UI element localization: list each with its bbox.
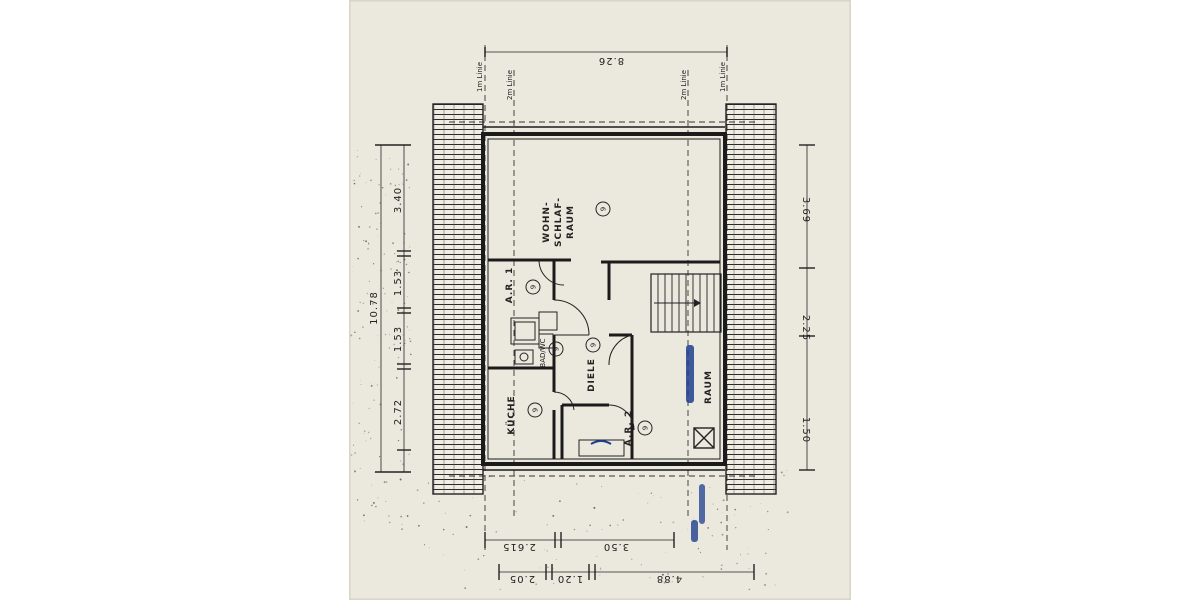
dimension-bottom-b2: 1.20 — [557, 573, 583, 584]
room-label-wohn-line2: SCHLAF- — [554, 197, 564, 247]
room-label-bad: BAD/WC — [539, 338, 547, 367]
room-label-diele: DIELE — [587, 358, 597, 392]
dimension-bottom-a1: 2.615 — [502, 541, 536, 552]
left-dimension-chain — [375, 144, 411, 473]
marker-ar2: 9 — [642, 426, 650, 430]
room-label-raum: RAUM — [704, 370, 714, 404]
room-label-ar2: A.R. 2 — [624, 410, 634, 446]
door-swings — [538, 259, 635, 431]
dimension-left-total: 10.78 — [369, 291, 380, 325]
marker-bad: 9 — [553, 347, 561, 351]
room-label-kueche: KÜCHE — [506, 395, 517, 434]
room-markers: 9 9 9 9 9 9 — [525, 201, 653, 436]
dimension-bottom-a2: 3.50 — [603, 541, 629, 552]
interior-walls — [488, 258, 720, 459]
room-label-ar1: A.R. 1 — [505, 267, 515, 303]
dimension-bottom-b1: 2.05 — [509, 573, 535, 584]
roof-hatch-left — [432, 103, 484, 495]
blue-ink-marks — [590, 345, 705, 542]
dimension-bottom-b3: 4.88 — [656, 573, 682, 584]
axis-label-left-outer: 1m Linie — [476, 62, 484, 92]
staircase — [650, 273, 722, 333]
dimension-right-1: 3.69 — [800, 197, 811, 223]
axis-label-right-outer: 1m Linie — [719, 62, 727, 92]
marker-kueche: 9 — [532, 408, 540, 412]
axis-label-right-inner: 2m Linie — [680, 70, 688, 100]
marker-ar1: 9 — [530, 285, 538, 289]
bottom-dimension-chains — [484, 532, 755, 580]
dimension-left-2: 1.53 — [393, 270, 404, 296]
roof-hatch-right — [725, 103, 777, 495]
dimension-left-4: 2.72 — [393, 399, 404, 425]
right-dimension-chain — [799, 144, 815, 471]
marker-wohn: 9 — [600, 207, 608, 211]
dimension-left-3: 1.53 — [393, 326, 404, 352]
room-label-wohn-line1: WOHN- — [542, 201, 552, 242]
dimension-right-3: 1.50 — [800, 417, 811, 443]
floor-plan-photo: 1m Linie 2m Linie 2m Linie 1m Linie 8.26 — [349, 0, 851, 600]
axis-label-left-inner: 2m Linie — [506, 70, 514, 100]
chimney-box — [693, 427, 715, 449]
dimension-left-1: 3.40 — [393, 187, 404, 213]
marker-diele: 9 — [590, 343, 598, 347]
dimension-right-2: 2.25 — [800, 315, 811, 341]
outer-wall — [481, 132, 727, 466]
floor-plan-drawing: 1m Linie 2m Linie 2m Linie 1m Linie 8.26 — [349, 0, 851, 600]
bathroom-fixtures — [510, 311, 558, 365]
dimension-top-width: 8.26 — [598, 55, 624, 66]
room-label-wohn-line3: RAUM — [566, 205, 576, 239]
